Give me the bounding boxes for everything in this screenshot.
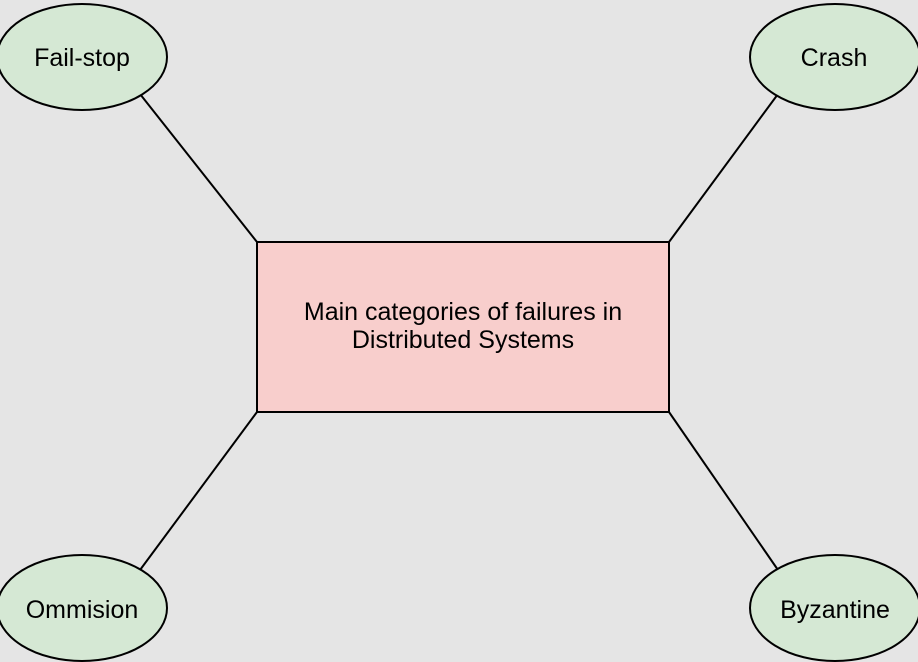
center-node-label-line1: Main categories of failures in [304, 298, 622, 326]
node-byzantine: Byzantine [749, 554, 918, 662]
fail-stop-label: Fail-stop [34, 44, 130, 72]
node-fail-stop: Fail-stop [0, 3, 168, 111]
connector-ommision-center[interactable] [139, 411, 258, 571]
ommision-label: Ommision [26, 596, 139, 624]
fail-stop-ellipse[interactable] [0, 3, 168, 111]
node-ommision: Ommision [0, 554, 168, 662]
crash-label: Crash [801, 44, 868, 72]
connector-failstop-center[interactable] [139, 93, 258, 243]
byzantine-ellipse[interactable] [749, 554, 918, 662]
ommision-ellipse[interactable] [0, 554, 168, 662]
node-center: Main categories of failures in Distribut… [256, 241, 670, 413]
connector-crash-center[interactable] [668, 93, 779, 243]
connectors [139, 93, 779, 571]
center-node-label-line2: Distributed Systems [352, 326, 574, 354]
crash-ellipse[interactable] [749, 3, 918, 111]
center-node-rectangle[interactable] [256, 241, 670, 413]
node-crash: Crash [749, 3, 918, 111]
connector-byzantine-center[interactable] [668, 411, 779, 571]
byzantine-label: Byzantine [780, 596, 890, 624]
